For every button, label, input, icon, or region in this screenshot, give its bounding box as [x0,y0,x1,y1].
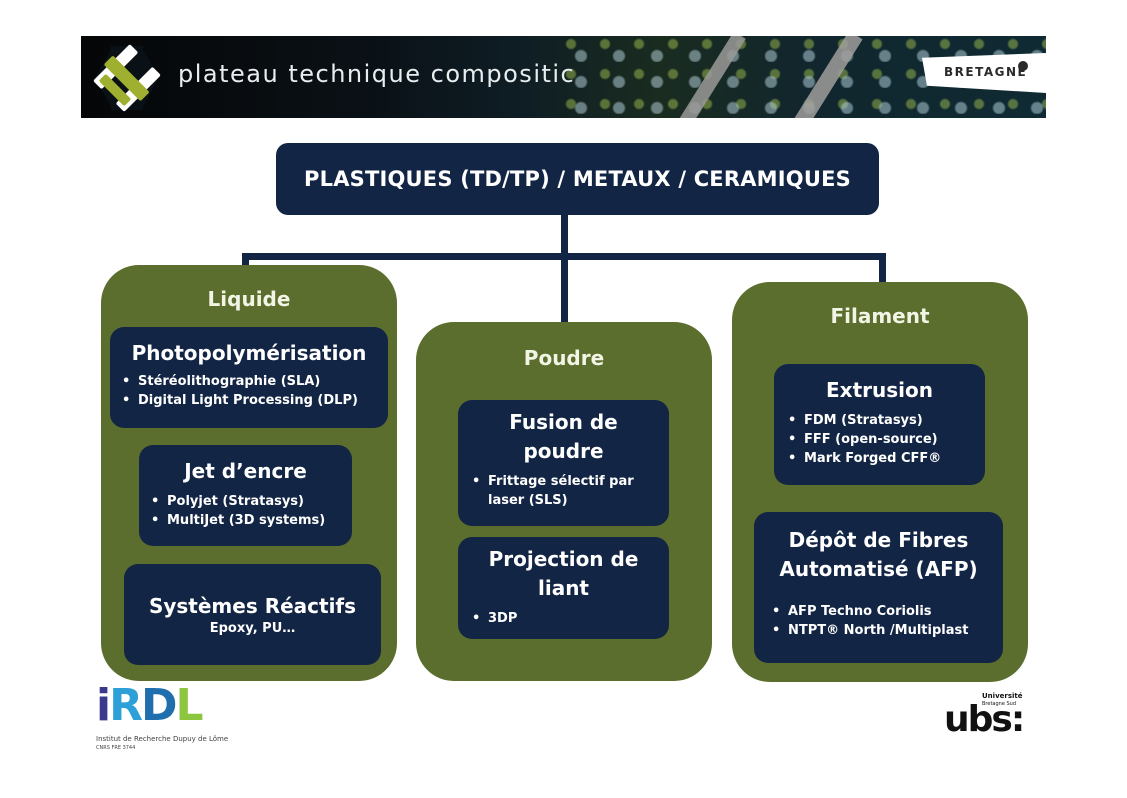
bretagne-logo-text: BRETAGNE [944,65,1028,79]
technique-item: Mark Forged CFF® [786,449,985,468]
banner-title: plateau technique compositic [178,60,576,88]
category-title: Poudre [523,346,605,370]
ubs-caption-line1: Université [982,692,1023,700]
connector-horizontal [242,253,886,260]
irdl-logo-mark: iRDL [96,680,204,731]
technique-item: Stéréolithographie (SLA) [120,372,388,391]
technique-item: NTPT® North /Multiplast [770,621,1003,640]
technique-afp: Dépôt de Fibres Automatisé (AFP) AFP Tec… [754,512,1003,663]
irdl-caption: Institut de Recherche Dupuy de Lôme [96,735,229,743]
technique-title-line: Fusion de [509,410,618,434]
root-node-materials: PLASTIQUES (TD/TP) / METAUX / CERAMIQUES [276,143,879,215]
technique-projection-liant: Projection de liant 3DP [458,537,669,639]
technique-subtitle: Epoxy, PU… [209,621,296,636]
technique-jet-encre: Jet d’encre Polyjet (Stratasys) MultiJet… [139,445,352,546]
header-banner: plateau technique compositic BRETAGNE [81,36,1046,118]
ubs-logo: Université Bretagne Sud ubs: [944,692,1039,747]
technique-title-line: Projection de [488,547,639,571]
technique-item: MultiJet (3D systems) [149,511,352,530]
connector-to-liquide [242,253,249,267]
bretagne-badge-icon [1018,61,1028,71]
ubs-logo-mark: ubs: [944,699,1025,740]
technique-item: FFF (open-source) [786,430,985,449]
technique-item: Polyjet (Stratasys) [149,492,352,511]
category-title: Liquide [207,287,291,311]
technique-item: Frittage sélectif par laser (SLS) [470,472,659,510]
technique-title: Extrusion [826,378,933,402]
bretagne-logo: BRETAGNE [922,53,1046,93]
technique-extrusion: Extrusion FDM (Stratasys) FFF (open-sour… [774,364,985,485]
technique-title-line: Automatisé (AFP) [779,557,978,581]
category-filament: Filament Extrusion FDM (Stratasys) FFF (… [732,282,1028,682]
technique-title: Systèmes Réactifs [148,594,357,618]
technique-title-line: liant [537,576,589,600]
irdl-caption-cnrs: CNRS FRE 3744 [96,745,136,751]
technique-item: 3DP [470,609,669,628]
technique-photopolymerisation: Photopolymérisation Stéréolithographie (… [110,327,388,428]
ubs-caption-line2: Bretagne Sud [982,701,1017,707]
technique-title-line: Dépôt de Fibres [788,528,969,552]
category-liquide: Liquide Photopolymérisation Stéréolithog… [101,265,397,681]
technique-title-line: poudre [523,439,604,463]
technique-item: FDM (Stratasys) [786,411,985,430]
technique-fusion-poudre: Fusion de poudre Frittage sélectif par l… [458,400,669,526]
technique-item: AFP Techno Coriolis [770,602,1003,621]
technique-systemes-reactifs: Systèmes Réactifs Epoxy, PU… [124,564,381,665]
technique-item: Digital Light Processing (DLP) [120,391,388,410]
root-node-label: PLASTIQUES (TD/TP) / METAUX / CERAMIQUES [304,167,851,191]
technique-title: Jet d’encre [184,459,307,483]
connector-to-filament [879,253,886,283]
irdl-logo: iRDL Institut de Recherche Dupuy de Lôme… [96,683,236,757]
ubs-caption: Université Bretagne Sud [982,692,1023,708]
technique-title: Photopolymérisation [131,341,367,365]
compositic-logo-icon [93,44,161,112]
category-title: Filament [830,304,930,328]
category-poudre: Poudre Fusion de poudre Frittage sélecti… [416,322,712,681]
connector-trunk [561,215,568,323]
